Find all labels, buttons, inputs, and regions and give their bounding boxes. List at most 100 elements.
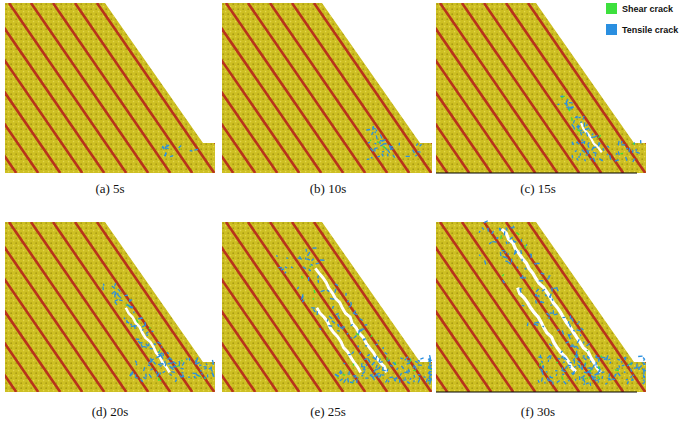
tensile-crack bbox=[157, 342, 161, 344]
tensile-crack bbox=[530, 254, 532, 258]
tensile-crack bbox=[363, 339, 364, 341]
tensile-crack bbox=[506, 228, 508, 231]
tensile-crack bbox=[405, 359, 406, 361]
separation-gap bbox=[518, 288, 576, 372]
tensile-crack bbox=[302, 300, 304, 302]
tensile-crack bbox=[640, 140, 642, 143]
tensile-crack bbox=[572, 155, 574, 158]
tensile-crack bbox=[299, 256, 300, 258]
tensile-crack bbox=[320, 259, 324, 261]
tensile-crack bbox=[142, 329, 144, 331]
tensile-crack bbox=[112, 291, 115, 294]
tensile-crack bbox=[596, 367, 599, 369]
tensile-crack bbox=[598, 142, 600, 146]
tensile-crack bbox=[360, 352, 361, 354]
tensile-crack bbox=[602, 148, 604, 151]
rock-mass bbox=[436, 222, 646, 392]
tensile-crack bbox=[285, 272, 286, 274]
tensile-crack bbox=[541, 361, 542, 363]
tensile-crack bbox=[505, 260, 508, 262]
joint-line bbox=[226, 3, 343, 173]
tensile-crack bbox=[361, 375, 363, 377]
tensile-crack bbox=[150, 348, 153, 350]
tensile-crack bbox=[569, 102, 573, 104]
tensile-crack bbox=[186, 358, 188, 359]
tensile-crack bbox=[135, 374, 136, 376]
tensile-crack bbox=[366, 364, 367, 366]
tensile-crack bbox=[530, 254, 532, 255]
tensile-crack bbox=[145, 374, 147, 378]
tensile-crack bbox=[133, 311, 135, 313]
tensile-crack bbox=[568, 334, 570, 336]
tensile-crack bbox=[577, 323, 579, 325]
joint-line bbox=[97, 3, 214, 173]
shear-crack bbox=[502, 274, 504, 276]
tensile-crack bbox=[368, 360, 370, 363]
tensile-crack bbox=[308, 277, 309, 281]
rock-mass bbox=[5, 222, 215, 392]
tensile-crack bbox=[350, 382, 353, 384]
tensile-crack bbox=[508, 242, 509, 244]
tensile-crack bbox=[573, 330, 574, 331]
tensile-crack bbox=[311, 264, 313, 265]
tensile-crack bbox=[643, 358, 645, 360]
shear-crack bbox=[383, 146, 387, 148]
tensile-crack bbox=[341, 372, 342, 374]
tensile-crack bbox=[207, 375, 208, 378]
joint-line bbox=[182, 222, 299, 392]
tensile-crack bbox=[582, 139, 584, 140]
tensile-crack bbox=[608, 358, 610, 360]
tensile-crack bbox=[413, 375, 415, 378]
crack-field bbox=[479, 221, 646, 386]
joint-line bbox=[53, 3, 170, 173]
tensile-crack bbox=[636, 152, 640, 154]
shear-crack bbox=[204, 377, 206, 379]
tensile-crack bbox=[332, 321, 335, 323]
tensile-crack bbox=[130, 299, 132, 301]
shear-crack bbox=[370, 140, 372, 141]
shear-crack bbox=[136, 319, 138, 322]
tensile-crack bbox=[348, 373, 351, 375]
shear-crack bbox=[587, 350, 588, 351]
joint-line bbox=[119, 3, 236, 173]
tensile-crack bbox=[139, 317, 143, 319]
tensile-crack bbox=[387, 381, 389, 383]
tensile-crack bbox=[584, 363, 586, 367]
joint-line bbox=[28, 3, 145, 173]
tensile-crack bbox=[424, 376, 426, 378]
tensile-crack bbox=[114, 294, 115, 298]
tensile-crack bbox=[592, 134, 594, 136]
tensile-crack bbox=[579, 376, 581, 380]
shear-crack bbox=[313, 290, 315, 293]
joint-line bbox=[462, 3, 579, 173]
tensile-crack bbox=[571, 372, 575, 374]
tensile-crack bbox=[569, 106, 573, 108]
tensile-crack bbox=[397, 368, 398, 370]
tensile-crack bbox=[589, 129, 591, 131]
shear-crack bbox=[569, 108, 571, 111]
shear-crack bbox=[531, 287, 533, 288]
tensile-crack bbox=[557, 381, 560, 383]
joint-line bbox=[528, 222, 645, 392]
tensile-crack bbox=[484, 221, 488, 223]
tensile-crack bbox=[376, 365, 377, 369]
tensile-crack bbox=[102, 287, 104, 291]
joint-line bbox=[248, 222, 365, 392]
tensile-crack bbox=[589, 383, 591, 386]
tensile-crack bbox=[429, 371, 431, 373]
tensile-crack bbox=[550, 312, 552, 313]
tensile-crack bbox=[386, 379, 388, 382]
tensile-crack bbox=[413, 380, 415, 382]
tensile-crack bbox=[181, 376, 184, 378]
tensile-crack bbox=[161, 346, 163, 347]
tensile-crack bbox=[301, 296, 303, 300]
joint-line bbox=[0, 222, 16, 392]
tensile-crack bbox=[367, 159, 370, 160]
tensile-crack bbox=[602, 371, 605, 373]
tensile-crack bbox=[388, 150, 390, 153]
joint-line bbox=[484, 222, 601, 392]
joint-line bbox=[182, 3, 299, 173]
tensile-crack bbox=[168, 145, 169, 146]
tensile-crack bbox=[160, 362, 163, 364]
tensile-crack bbox=[386, 369, 388, 372]
